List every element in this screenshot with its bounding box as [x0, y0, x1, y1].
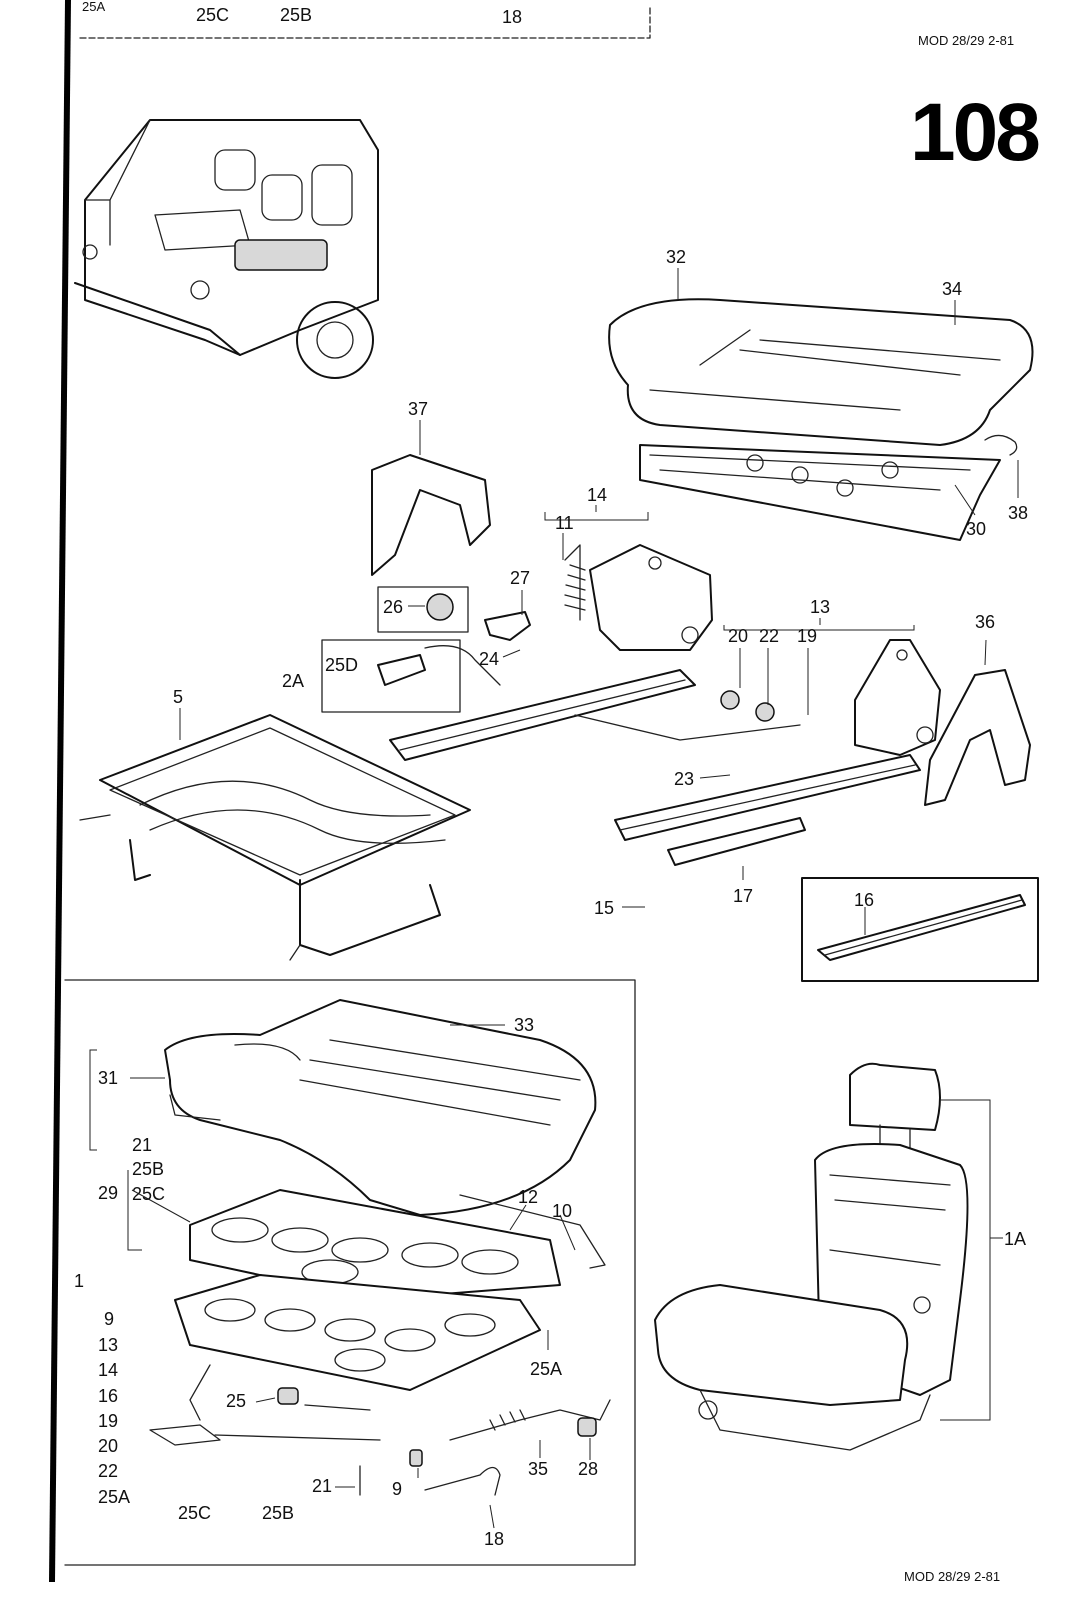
group-1-item-25c: 25C: [178, 1503, 212, 1523]
complete-seat: [654, 1062, 969, 1451]
part-label-2a: 2A: [282, 671, 305, 691]
group-1-label: 1: [74, 1271, 85, 1291]
page-number: 108: [910, 87, 1041, 178]
group-1-item-20: 20: [98, 1436, 119, 1456]
part-label-25: 25: [226, 1391, 247, 1411]
group-29-item-25c: 25C: [132, 1184, 166, 1204]
van-illustration: [74, 119, 379, 379]
part-label-9: 9: [392, 1479, 403, 1499]
model-footer: MOD 28/29 2-81: [904, 1569, 1001, 1584]
group-1-item-22: 22: [98, 1461, 119, 1481]
part-label-35: 35: [528, 1459, 549, 1479]
seat-cushion-lower: [164, 999, 597, 1216]
top-cut-box: [79, 4, 651, 39]
part-label-20: 20: [728, 626, 749, 646]
group-29-item-21: 21: [132, 1135, 153, 1155]
part-label-28: 28: [578, 1459, 599, 1479]
group-1-item-9: 9: [104, 1309, 115, 1329]
part-label-13: 13: [810, 597, 831, 617]
part-label-36: 36: [975, 612, 996, 632]
lower-section-box: [64, 979, 636, 1566]
group-1-item-13: 13: [98, 1335, 119, 1355]
part-label-16: 16: [854, 890, 875, 910]
group-29-label: 29: [98, 1183, 119, 1203]
part-label-11: 11: [555, 513, 574, 533]
part-label-21: 21: [312, 1476, 333, 1496]
part-label-15: 15: [594, 898, 615, 918]
part-label-22: 22: [759, 626, 780, 646]
top-label-25a: 25A: [82, 0, 106, 14]
part-label-38: 38: [1008, 503, 1029, 523]
part-label-5: 5: [173, 687, 184, 707]
seat-adjuster-left-rail: [389, 544, 713, 761]
group-1-item-25b: 25B: [262, 1503, 295, 1523]
part-label-18: 18: [484, 1529, 505, 1549]
part-label-17: 17: [733, 886, 754, 906]
side-cover-right: [924, 669, 1031, 806]
part-label-26: 26: [383, 597, 404, 617]
part-label-25a: 25A: [530, 1359, 563, 1379]
part-label-14: 14: [587, 485, 608, 505]
part-label-33: 33: [514, 1015, 535, 1035]
seat-spring-base: [174, 1189, 606, 1391]
part-label-25d: 25D: [325, 655, 359, 675]
part-label-24: 24: [479, 649, 500, 669]
group-29-item-25b: 25B: [132, 1159, 165, 1179]
group-1-item-25a: 25A: [98, 1487, 131, 1507]
part-label-23: 23: [674, 769, 695, 789]
rail-inset-box: [801, 877, 1039, 982]
group-1-item-16: 16: [98, 1386, 119, 1406]
top-label-18: 18: [502, 7, 523, 27]
part-label-32: 32: [666, 247, 687, 267]
part-label-19: 19: [797, 626, 818, 646]
page-binding-edge: [49, 0, 71, 1583]
part-label-1a: 1A: [1004, 1229, 1027, 1249]
top-label-25c: 25C: [196, 5, 230, 25]
seat-adjuster-right-rail: [574, 639, 941, 866]
part-label-37: 37: [408, 399, 429, 419]
small-parts: [149, 1364, 611, 1496]
seat-cushion-upper: [608, 298, 1034, 541]
top-label-25b: 25B: [280, 5, 313, 25]
part-label-34: 34: [942, 279, 963, 299]
side-cover-left: [371, 454, 491, 576]
part-label-12: 12: [518, 1187, 539, 1207]
part-label-30: 30: [966, 519, 987, 539]
group-1-item-14: 14: [98, 1360, 119, 1380]
group-1-item-19: 19: [98, 1411, 119, 1431]
seat-frame: [79, 714, 471, 961]
part-label-10: 10: [552, 1201, 573, 1221]
model-header-top: MOD 28/29 2-81: [918, 33, 1015, 48]
knob-inset-box: [377, 586, 469, 633]
part-label-27: 27: [510, 568, 531, 588]
leader-lines: [89, 268, 1019, 1529]
part-label-31: 31: [98, 1068, 119, 1088]
